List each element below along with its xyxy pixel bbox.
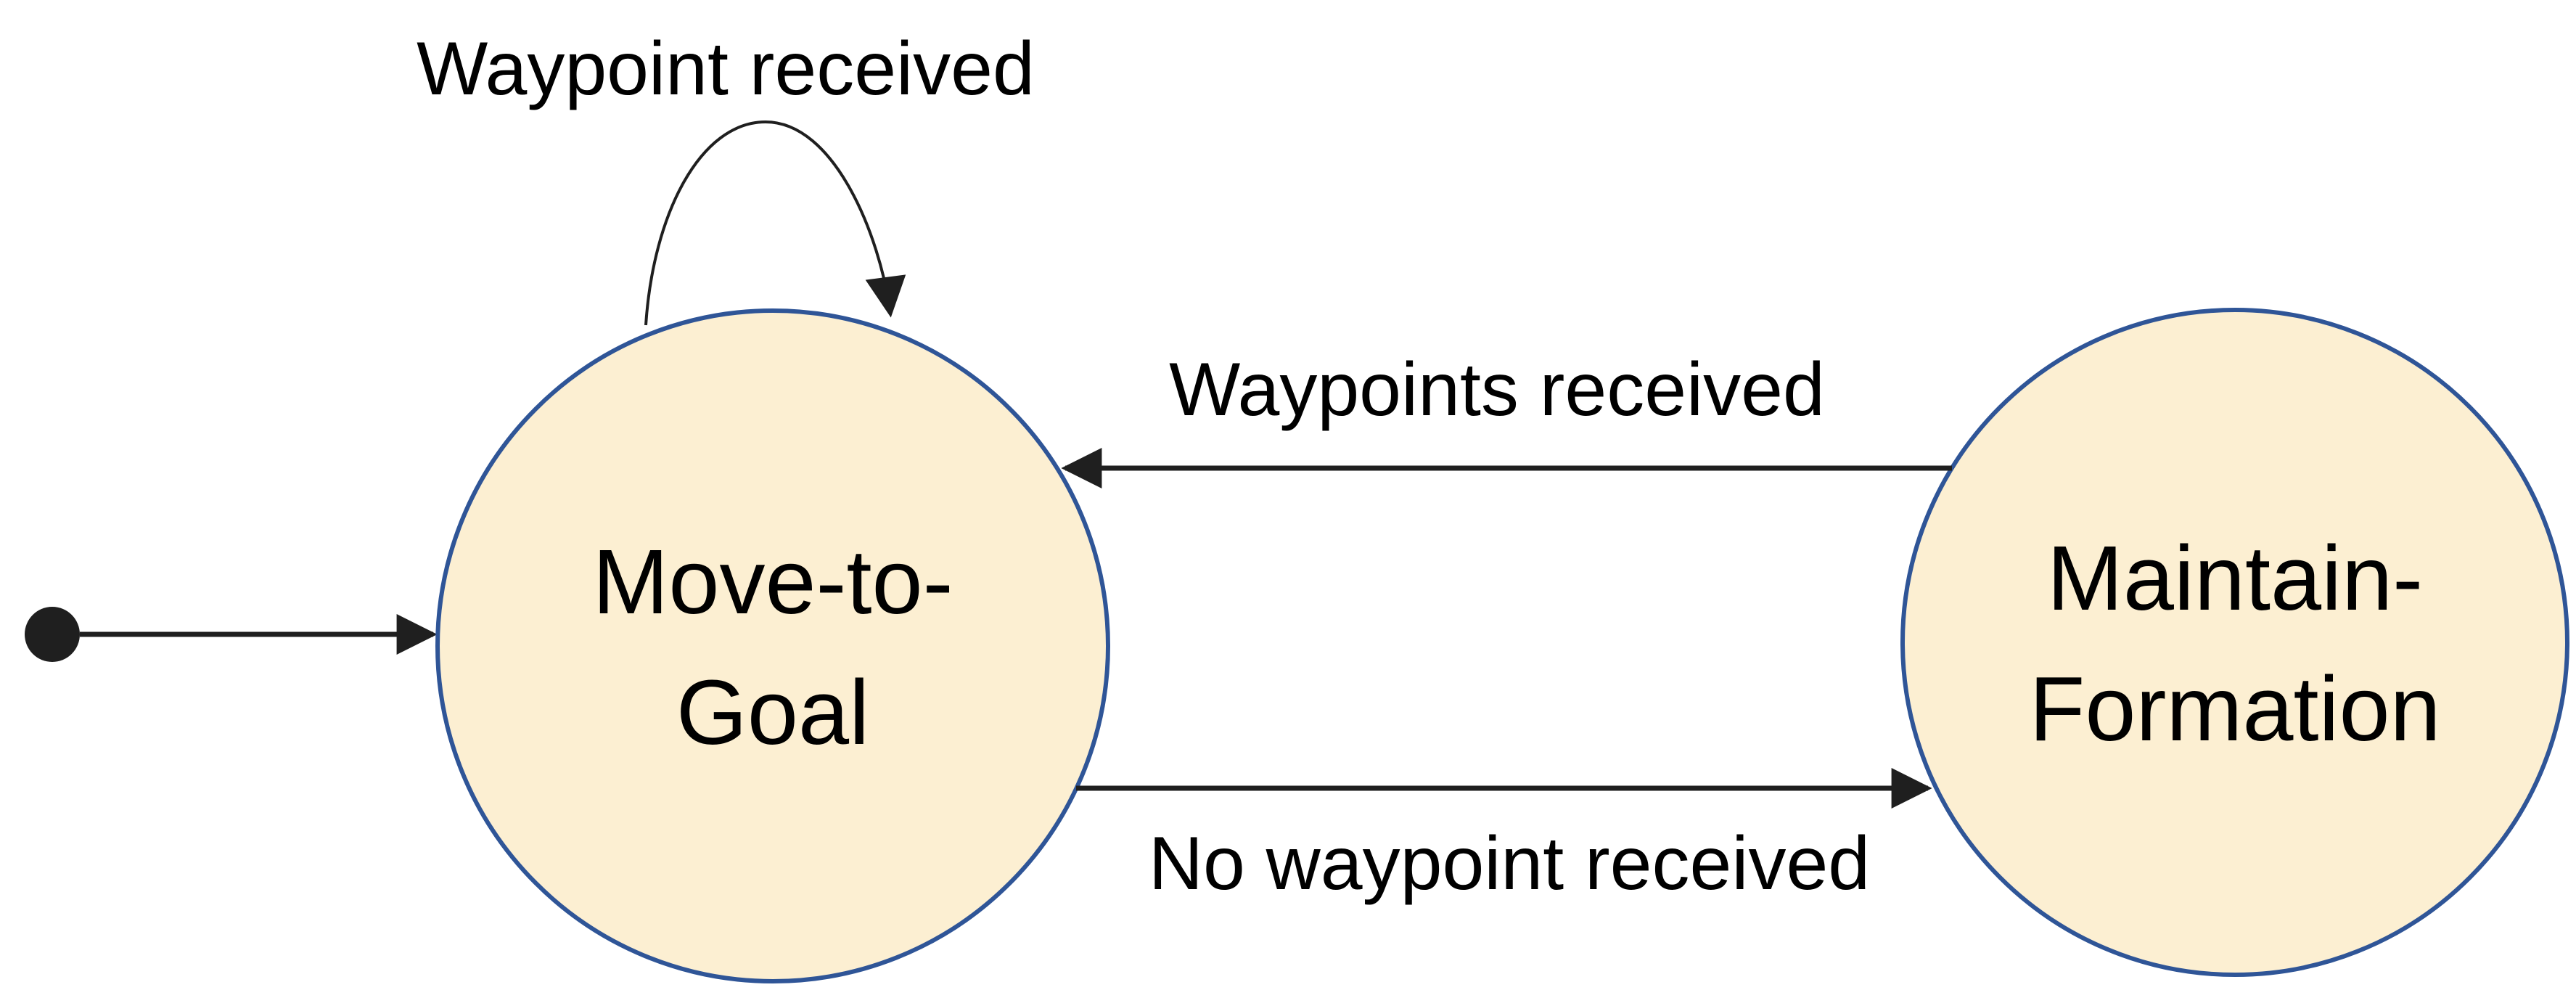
label-no-waypoint-received: No waypoint received (1149, 822, 1870, 906)
label-waypoint-received: Waypoint received (417, 27, 1035, 111)
state-maintain-formation (1900, 308, 2569, 977)
state-label-maintain-line1: Maintain- (2047, 527, 2423, 629)
state-label-move-to-line2: Goal (676, 661, 869, 764)
state-label-move-to-line1: Move-to- (592, 531, 953, 633)
initial-state-marker (25, 607, 80, 662)
self-loop-arrow-waypoint-received (644, 120, 906, 326)
state-label-maintain-line2: Formation (2029, 658, 2440, 760)
state-move-to-goal (435, 308, 1110, 983)
label-waypoints-received: Waypoints received (1169, 348, 1825, 432)
